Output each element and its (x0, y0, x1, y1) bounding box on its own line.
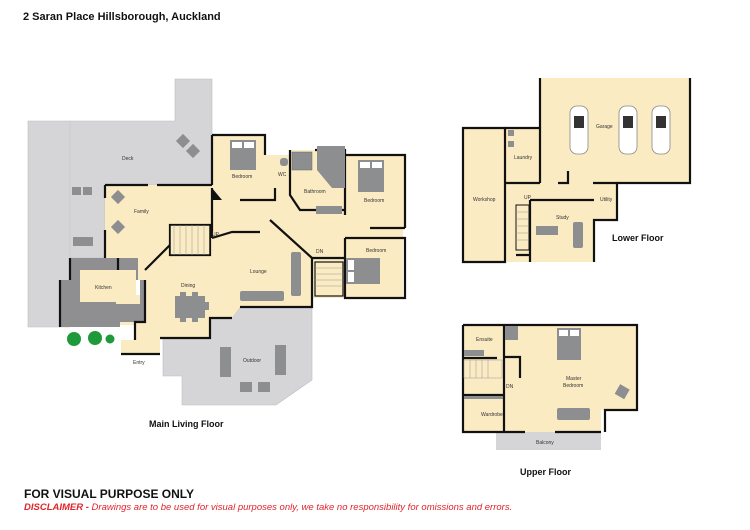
deck-chair-icon (72, 187, 81, 195)
lower-floor-plan: Garage Laundry Workshop UP Study Utility (461, 78, 692, 264)
deck-chair-icon (175, 133, 191, 149)
lower-floor-walls (461, 78, 692, 264)
stair-label-up: UP (524, 195, 532, 201)
laundry-appliance-icon (508, 130, 514, 136)
room-label-dining: Dining (181, 283, 195, 289)
room-label-bedroom: Bedroom (366, 248, 386, 254)
wardrobe-rail (464, 396, 503, 399)
disclaimer-body: Drawings are to be used for visual purpo… (88, 502, 513, 513)
room-label-kitchen: Kitchen (95, 285, 112, 291)
floor-label-lower: Lower Floor (612, 233, 664, 243)
car-icon (618, 105, 638, 155)
vanity-icon (316, 206, 342, 214)
room-label-garage: Garage (596, 124, 613, 130)
room-label-family: Family (134, 209, 149, 215)
main-living-floor-plan: Deck Bedroom WC Bathroom Bedroom Bedroom… (27, 78, 407, 406)
laundry-appliance-icon (508, 141, 514, 147)
room-label-bathroom: Bathroom (304, 189, 326, 195)
shower-icon (291, 151, 313, 171)
floor-label-upper: Upper Floor (520, 467, 571, 477)
plant-icon (105, 334, 115, 344)
visual-purpose-heading: FOR VISUAL PURPOSE ONLY (24, 487, 195, 501)
outdoor-sofa-icon (220, 347, 231, 377)
room-label-ensuite: Ensuite (476, 337, 493, 343)
upper-floor-plan: Ensuite Master Bedroom DN Wardrobe Balco… (461, 323, 639, 450)
toilet-icon (280, 158, 288, 166)
room-label-wardrobe: Wardrobe (481, 412, 503, 418)
room-label-master-bedroom: Bedroom (563, 383, 583, 389)
bed-icon (557, 328, 581, 360)
room-label-study: Study (556, 215, 569, 221)
bed-icon (346, 258, 380, 284)
stair-label-down: DN (316, 249, 324, 255)
sofa-icon (240, 291, 284, 301)
upper-stairs (463, 359, 503, 379)
deck-chair-icon (83, 187, 92, 195)
sofa-icon (291, 252, 301, 296)
outdoor-chair-icon (240, 382, 252, 392)
bed-icon (230, 140, 256, 170)
room-label-balcony: Balcony (536, 440, 554, 446)
sofa-icon (573, 222, 583, 248)
car-icon (569, 105, 589, 155)
room-label-wc: WC (278, 172, 287, 178)
desk-icon (536, 226, 558, 235)
disclaimer-label: DISCLAIMER - (24, 502, 89, 513)
vanity-icon (464, 350, 484, 356)
deck-chair-icon (185, 143, 201, 159)
room-label-bedroom: Bedroom (364, 198, 384, 204)
property-address-title: 2 Saran Place Hillsborough, Auckland (23, 11, 221, 23)
main-stairs-down (314, 261, 344, 297)
plant-icon (67, 332, 81, 346)
room-label-laundry: Laundry (514, 155, 533, 161)
deck-sofa-icon (73, 237, 93, 246)
upper-floor-walls (461, 323, 639, 434)
room-label-outdoor: Outdoor (243, 358, 261, 364)
floor-label-main: Main Living Floor (149, 419, 224, 429)
room-label-master: Master (566, 376, 582, 382)
balcony-area (496, 432, 601, 450)
bathtub-icon (317, 146, 345, 188)
room-label-bedroom: Bedroom (232, 174, 252, 180)
outdoor-sofa-icon (275, 345, 286, 375)
car-icon (651, 105, 671, 155)
stair-label-up: UP (212, 232, 220, 238)
shower-icon (505, 326, 518, 340)
sofa-icon (557, 408, 590, 420)
main-stairs-up (169, 224, 211, 256)
dining-table-icon (175, 292, 209, 322)
armchair-icon (614, 384, 630, 400)
bed-icon (358, 160, 384, 192)
plant-icon (88, 331, 102, 345)
disclaimer-text: DISCLAIMER - Drawings are to be used for… (24, 502, 512, 513)
outdoor-chair-icon (258, 382, 270, 392)
room-label-workshop: Workshop (473, 197, 496, 203)
kitchen-floor (80, 270, 136, 302)
room-label-entry: Entry (133, 360, 145, 366)
lower-stairs (515, 204, 530, 251)
room-label-deck: Deck (122, 156, 134, 162)
stair-label-down: DN (506, 384, 514, 390)
upper-floor-interior (463, 325, 637, 432)
room-label-lounge: Lounge (250, 269, 267, 275)
room-label-utility: Utility (600, 197, 613, 203)
wall-corner-block (212, 188, 222, 200)
